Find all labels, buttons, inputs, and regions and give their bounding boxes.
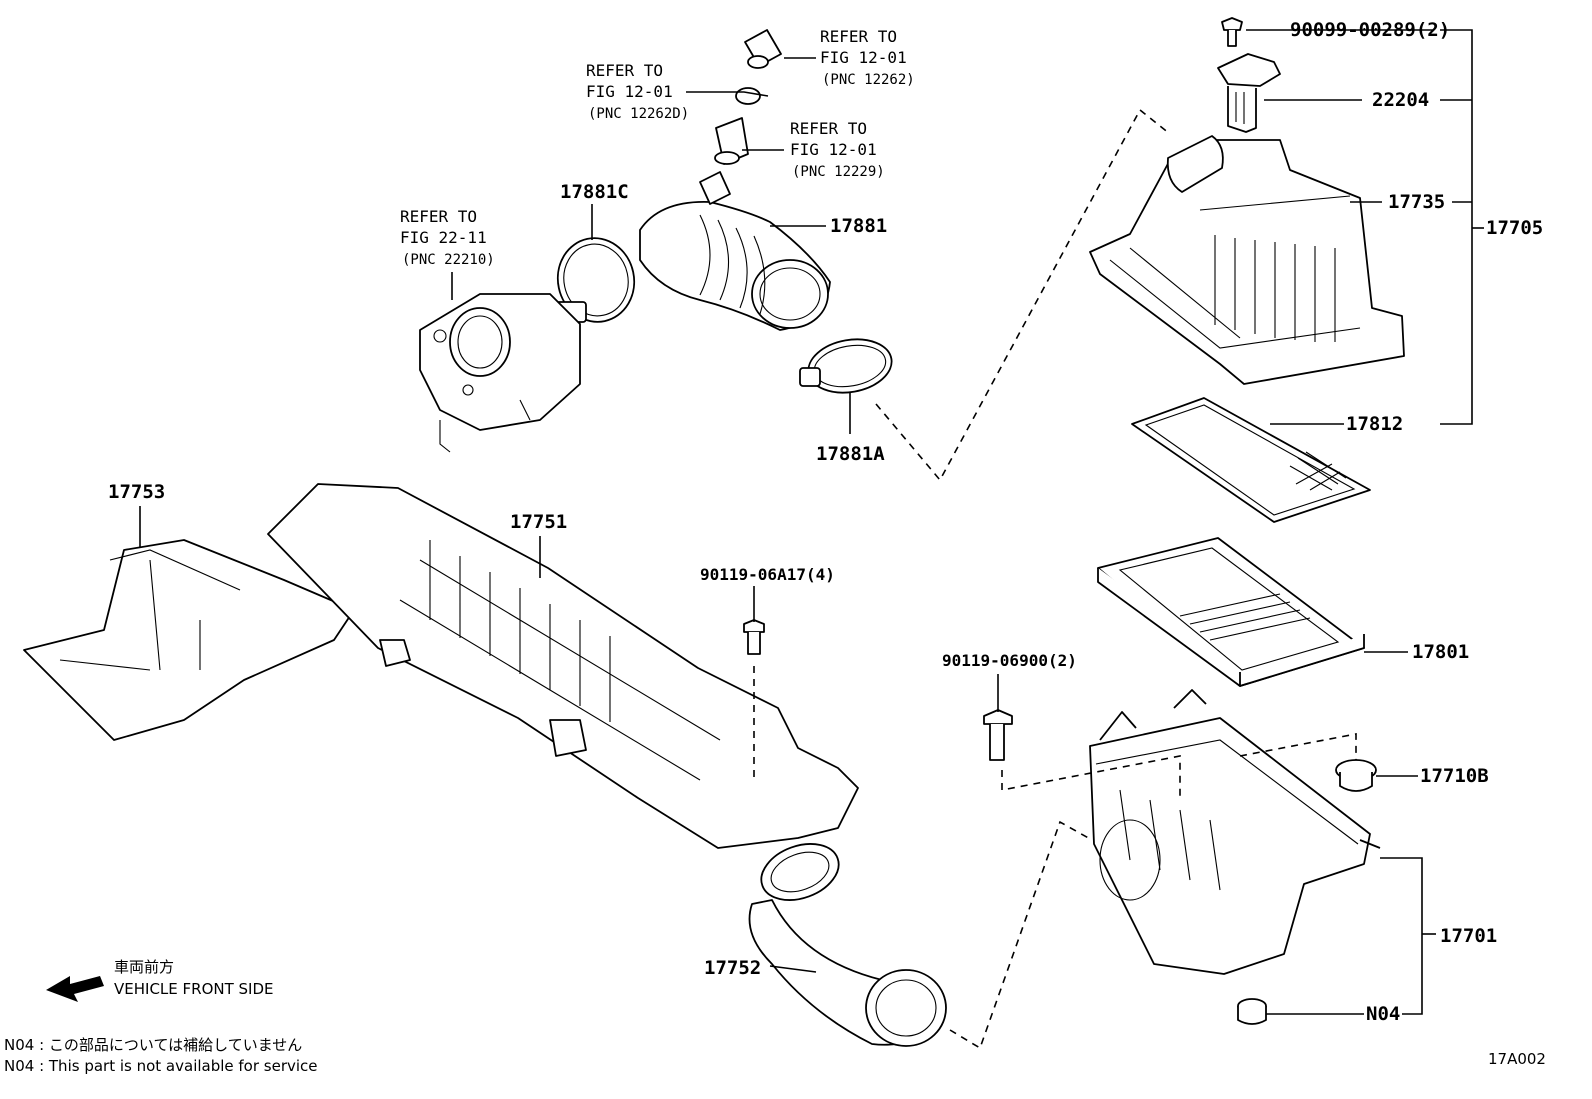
label-90119-06900[interactable]: 90119-06900(2) (942, 651, 1077, 670)
air-cleaner-case-drawing (1089, 689, 1381, 975)
vehicle-front-en: VEHICLE FRONT SIDE (114, 980, 274, 998)
label-17701[interactable]: 17701 (1440, 925, 1497, 947)
note-en: N04 : This part is not available for ser… (4, 1057, 318, 1075)
label-17801[interactable]: 17801 (1412, 641, 1469, 663)
ref4-pnc: (PNC 22210) (402, 252, 495, 268)
air-duct-17751-drawing (267, 483, 859, 849)
label-90099-00289[interactable]: 90099-00289(2) (1290, 19, 1450, 41)
grommet-drawing (1335, 759, 1377, 792)
ref2-pnc: (PNC 12262D) (588, 106, 689, 122)
ref1-refer-to: REFER TO (820, 27, 897, 46)
n04-plug-drawing (1237, 998, 1267, 1025)
leader-lines (139, 29, 1484, 1050)
ref2-refer-to: REFER TO (586, 61, 663, 80)
intake-hose-17752-drawing (748, 843, 947, 1047)
label-17752[interactable]: 17752 (704, 957, 761, 979)
clamp-17881a-drawing (799, 338, 893, 394)
label-17735[interactable]: 17735 (1388, 191, 1445, 213)
air-cleaner-cap-drawing (1089, 135, 1405, 385)
label-90119-06a17[interactable]: 90119-06A17(4) (700, 565, 835, 584)
bolt-90119-06900-drawing (983, 709, 1013, 761)
throttle-body-drawing (419, 293, 581, 453)
ref1-fig[interactable]: FIG 12-01 (820, 48, 907, 67)
label-n04[interactable]: N04 (1366, 1003, 1400, 1025)
front-arrow-icon (46, 976, 104, 1002)
mass-air-flow-sensor-drawing (1217, 53, 1281, 133)
label-17881[interactable]: 17881 (830, 215, 887, 237)
bolt-90099-drawing (1221, 17, 1243, 47)
label-17812[interactable]: 17812 (1346, 413, 1403, 435)
ref3-fig[interactable]: FIG 12-01 (790, 140, 877, 159)
ref2-fig[interactable]: FIG 12-01 (586, 82, 673, 101)
ref4-refer-to: REFER TO (400, 207, 477, 226)
bolt-90119-06a17-drawing (743, 619, 765, 655)
label-17881a[interactable]: 17881A (816, 443, 885, 465)
label-17710b[interactable]: 17710B (1420, 765, 1489, 787)
ref1-pnc: (PNC 12262) (822, 72, 915, 88)
air-filter-element-drawing (1097, 537, 1365, 687)
label-17705[interactable]: 17705 (1486, 217, 1543, 239)
vehicle-front-jp: 車両前方 (114, 958, 174, 976)
ref-pipe-drawings (714, 29, 782, 165)
label-17881c[interactable]: 17881C (560, 181, 629, 203)
label-22204[interactable]: 22204 (1372, 89, 1429, 111)
note-jp: N04 : この部品については補給していません (4, 1036, 302, 1054)
label-17753[interactable]: 17753 (108, 481, 165, 503)
figure-code: 17A002 (1488, 1050, 1546, 1068)
intake-hose-drawing (639, 171, 831, 331)
label-17751[interactable]: 17751 (510, 511, 567, 533)
ref4-fig[interactable]: FIG 22-11 (400, 228, 487, 247)
ref3-pnc: (PNC 12229) (792, 164, 885, 180)
ref3-refer-to: REFER TO (790, 119, 867, 138)
gasket-drawing (1131, 397, 1371, 523)
